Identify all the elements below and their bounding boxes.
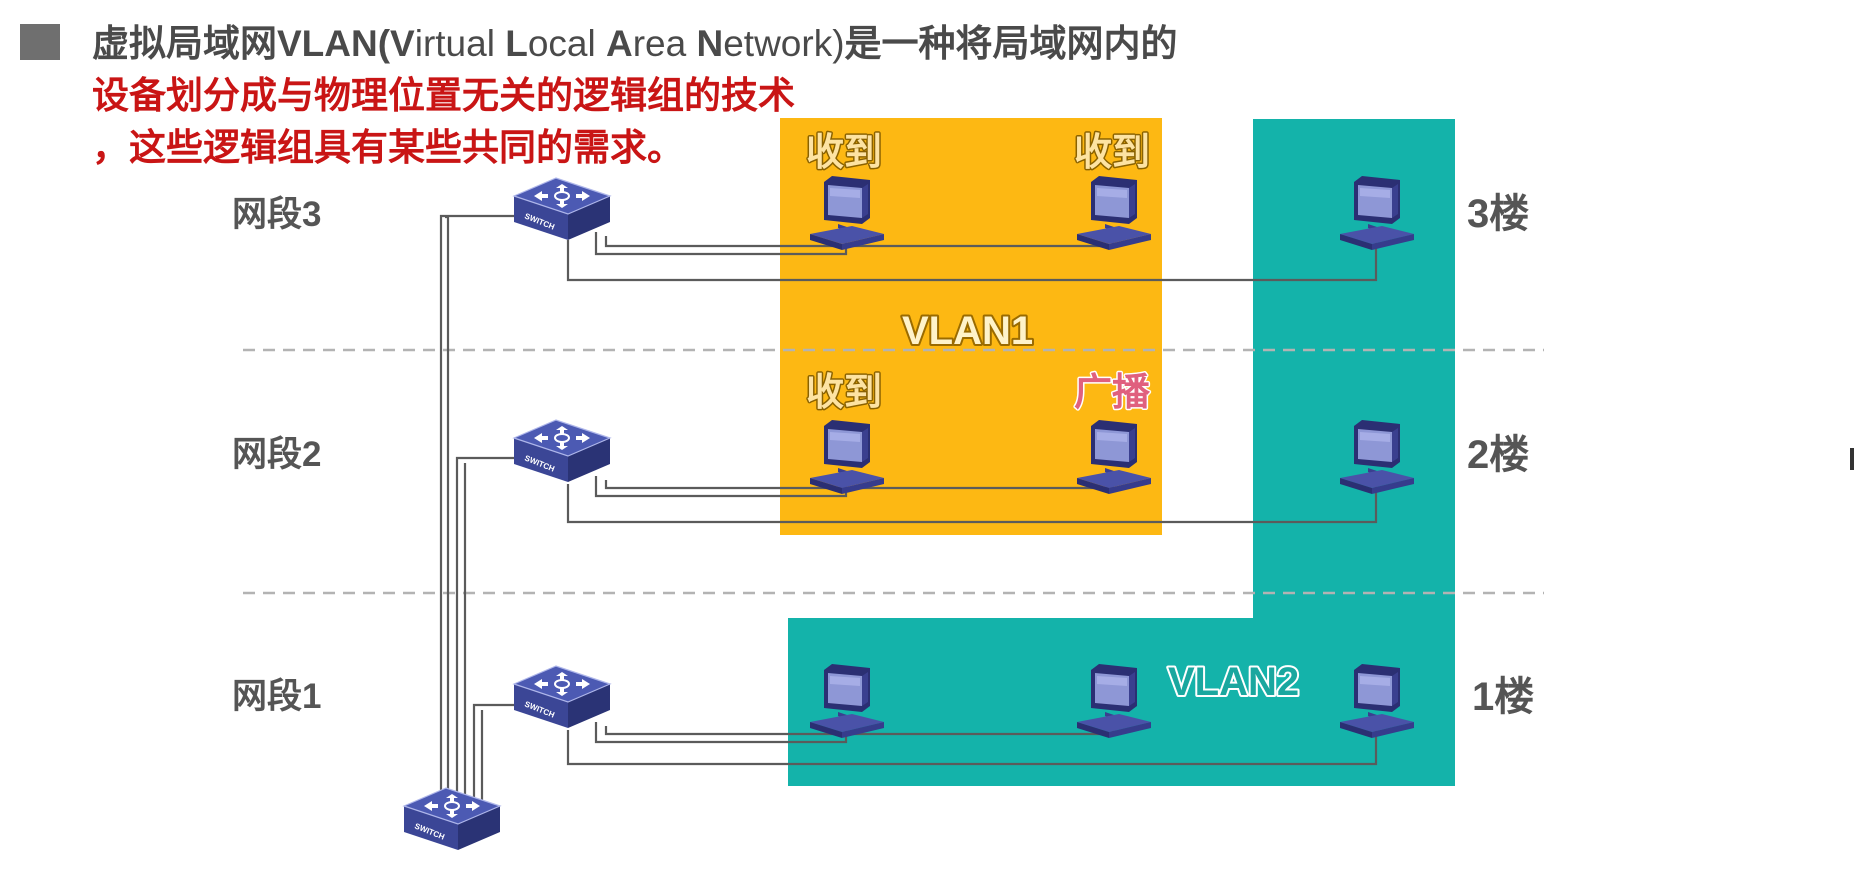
pc-tag-floor3-left: 收到 bbox=[806, 132, 882, 174]
pc-tag-floor2-middle: 广播 bbox=[1074, 372, 1151, 414]
switch-core: SWITCH bbox=[403, 787, 501, 851]
heading-run: 是一种将局域网内的 bbox=[844, 23, 1178, 64]
heading-text: 虚拟局域网VLAN(Virtual Local Area Network)是一种… bbox=[92, 18, 1652, 174]
vlan1-label: VLAN1 bbox=[902, 309, 1033, 353]
edge-marker bbox=[1850, 448, 1854, 470]
switch-segment2: SWITCH bbox=[513, 419, 611, 483]
segment-label-2: 网段2 bbox=[232, 434, 321, 474]
switch-segment1: SWITCH bbox=[513, 665, 611, 729]
heading-run: rea bbox=[632, 23, 697, 64]
floor-label-2: 2楼 bbox=[1467, 433, 1529, 477]
floor-label-3: 3楼 bbox=[1467, 192, 1529, 236]
heading-run: N bbox=[696, 23, 724, 64]
heading-run: V bbox=[390, 23, 415, 64]
heading-run: etwork) bbox=[723, 23, 845, 64]
segment-label-3: 网段3 bbox=[232, 194, 321, 234]
heading-run: 虚拟局域网VLAN( bbox=[92, 23, 391, 64]
heading-bullet bbox=[20, 24, 60, 60]
pc-tag-floor2-left: 收到 bbox=[806, 372, 882, 414]
pc-tag-floor3-middle: 收到 bbox=[1074, 132, 1150, 174]
heading-run: irtual bbox=[414, 23, 506, 64]
heading-run: L bbox=[505, 23, 528, 64]
heading-run: A bbox=[605, 23, 633, 64]
heading-run: 设备划分成与物理位置无关的逻辑组的技术 bbox=[92, 75, 795, 116]
segment-label-1: 网段1 bbox=[232, 676, 321, 716]
floor-label-1: 1楼 bbox=[1472, 675, 1534, 719]
heading-run: ，这些逻辑组具有某些共同的需求。 bbox=[92, 127, 684, 168]
heading-run: ocal bbox=[527, 23, 606, 64]
switch-segment3: SWITCH bbox=[513, 177, 611, 241]
vlan2-region bbox=[788, 119, 1455, 786]
vlan2-label: VLAN2 bbox=[1168, 660, 1299, 704]
